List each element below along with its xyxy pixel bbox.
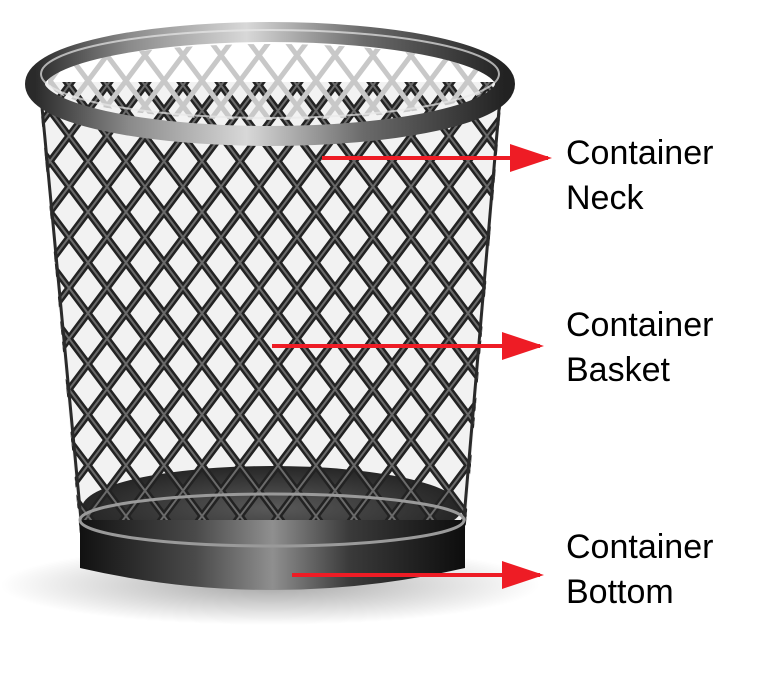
inner-mesh-wire-b [0,30,12,140]
inner-mesh-wire-a [313,44,401,120]
mesh-highlight-wire-a [734,60,769,560]
inner-mesh-wire-a [48,44,97,120]
mesh-highlight-wire-a [38,82,198,535]
bottom-band-edge [78,492,466,548]
top-rim-highlight [40,29,500,119]
mesh-highlight-wire-b [130,82,503,535]
mesh-highlight-wire-b [244,82,503,535]
mesh-wire-b [739,60,769,560]
inner-mesh-wire-a [620,30,703,140]
mesh-highlight-wire-a [38,82,388,535]
mesh-highlight-wire-a [0,60,7,560]
mesh-highlight-wire-a [38,82,274,535]
inner-mesh-wire-b [652,30,735,140]
inner-mesh-wire-a [0,30,19,140]
mesh-highlight-wire-b [358,82,503,535]
mesh-wire-b [38,82,54,535]
bottom-arrow-head [502,561,544,589]
inner-mesh-wire-b [614,30,697,140]
mesh-highlight-wire-b [38,82,127,535]
inner-mesh-wire-a [237,44,325,120]
top-rim [25,22,515,146]
basket-arrow-head [502,332,544,360]
inner-mesh-wire-b [690,30,769,140]
mesh-highlight-wire-a [38,82,160,535]
mesh-highlight-wire-a [38,82,312,535]
mesh-highlight-wire-b [320,82,503,535]
mesh-highlight-wire-b [396,82,503,535]
mesh-highlight-wire-a [429,82,503,535]
mesh-highlight-wire-a [38,82,46,535]
label-bottom-line2: Bottom [566,573,674,611]
left-side-wire [38,85,84,531]
mesh-highlight-wire-b [54,82,431,535]
inner-mesh-wire-a [658,30,741,140]
label-basket-line2: Basket [566,351,670,389]
inner-mesh-wire-b [231,44,319,120]
inner-mesh-wire-b [421,44,492,120]
label-neck-line2: Neck [566,179,644,217]
mesh-highlight-wire-b [92,82,469,535]
mesh-wire-a [0,60,7,560]
mesh-highlight-wire-b [739,60,769,560]
label-basket-line1: Container [566,306,714,344]
inner-mesh-wire-b [538,30,621,140]
inner-mesh-wire-a [275,44,363,120]
inner-mesh-wire-b [117,44,205,120]
bottom-band [80,520,465,590]
mesh-wire-b [0,60,12,560]
inner-mesh-wire-a [199,44,287,120]
inner-mesh-wire-b [766,30,769,140]
inner-mesh-wire-b [269,44,357,120]
inner-mesh-wire-b [728,30,769,140]
inner-mesh-wire-a [734,30,769,140]
inner-mesh-wire-a [696,30,769,140]
mesh-highlight-wire-a [87,82,464,535]
mesh-highlight-wire-b [168,82,503,535]
mesh-highlight-wire-a [125,82,502,535]
inner-mesh-wire-a [582,30,665,140]
mesh-highlight-wire-b [38,82,51,535]
mesh-wire-a [38,82,49,535]
mesh-highlight-wire-b [206,82,503,535]
mesh-highlight-wire-a [49,82,426,535]
inner-mesh-wire-a [351,44,439,120]
inner-mesh-wire-a [161,44,249,120]
label-bottom-line1: Container [566,528,714,566]
mesh-highlight-wire-a [38,82,350,535]
mesh-highlight-wire-b [38,82,165,535]
inner-mesh-wire-b [193,44,281,120]
mesh-highlight-wire-a [353,82,503,535]
neck-arrow-head [510,144,552,172]
inner-mesh-wire-b [155,44,243,120]
mesh-highlight-wire-a [315,82,503,535]
mesh-highlight-wire-b [38,82,203,535]
label-neck-line1: Container [566,134,714,172]
mesh-highlight-wire-b [282,82,503,535]
inner-mesh-wire-a [506,30,589,140]
inner-mesh-wire-b [576,30,659,140]
mesh-highlight-wire-b [0,60,12,560]
mesh-highlight-wire-a [391,82,503,535]
inner-mesh-wire-a [544,30,627,140]
mesh-wire-a [734,60,769,560]
